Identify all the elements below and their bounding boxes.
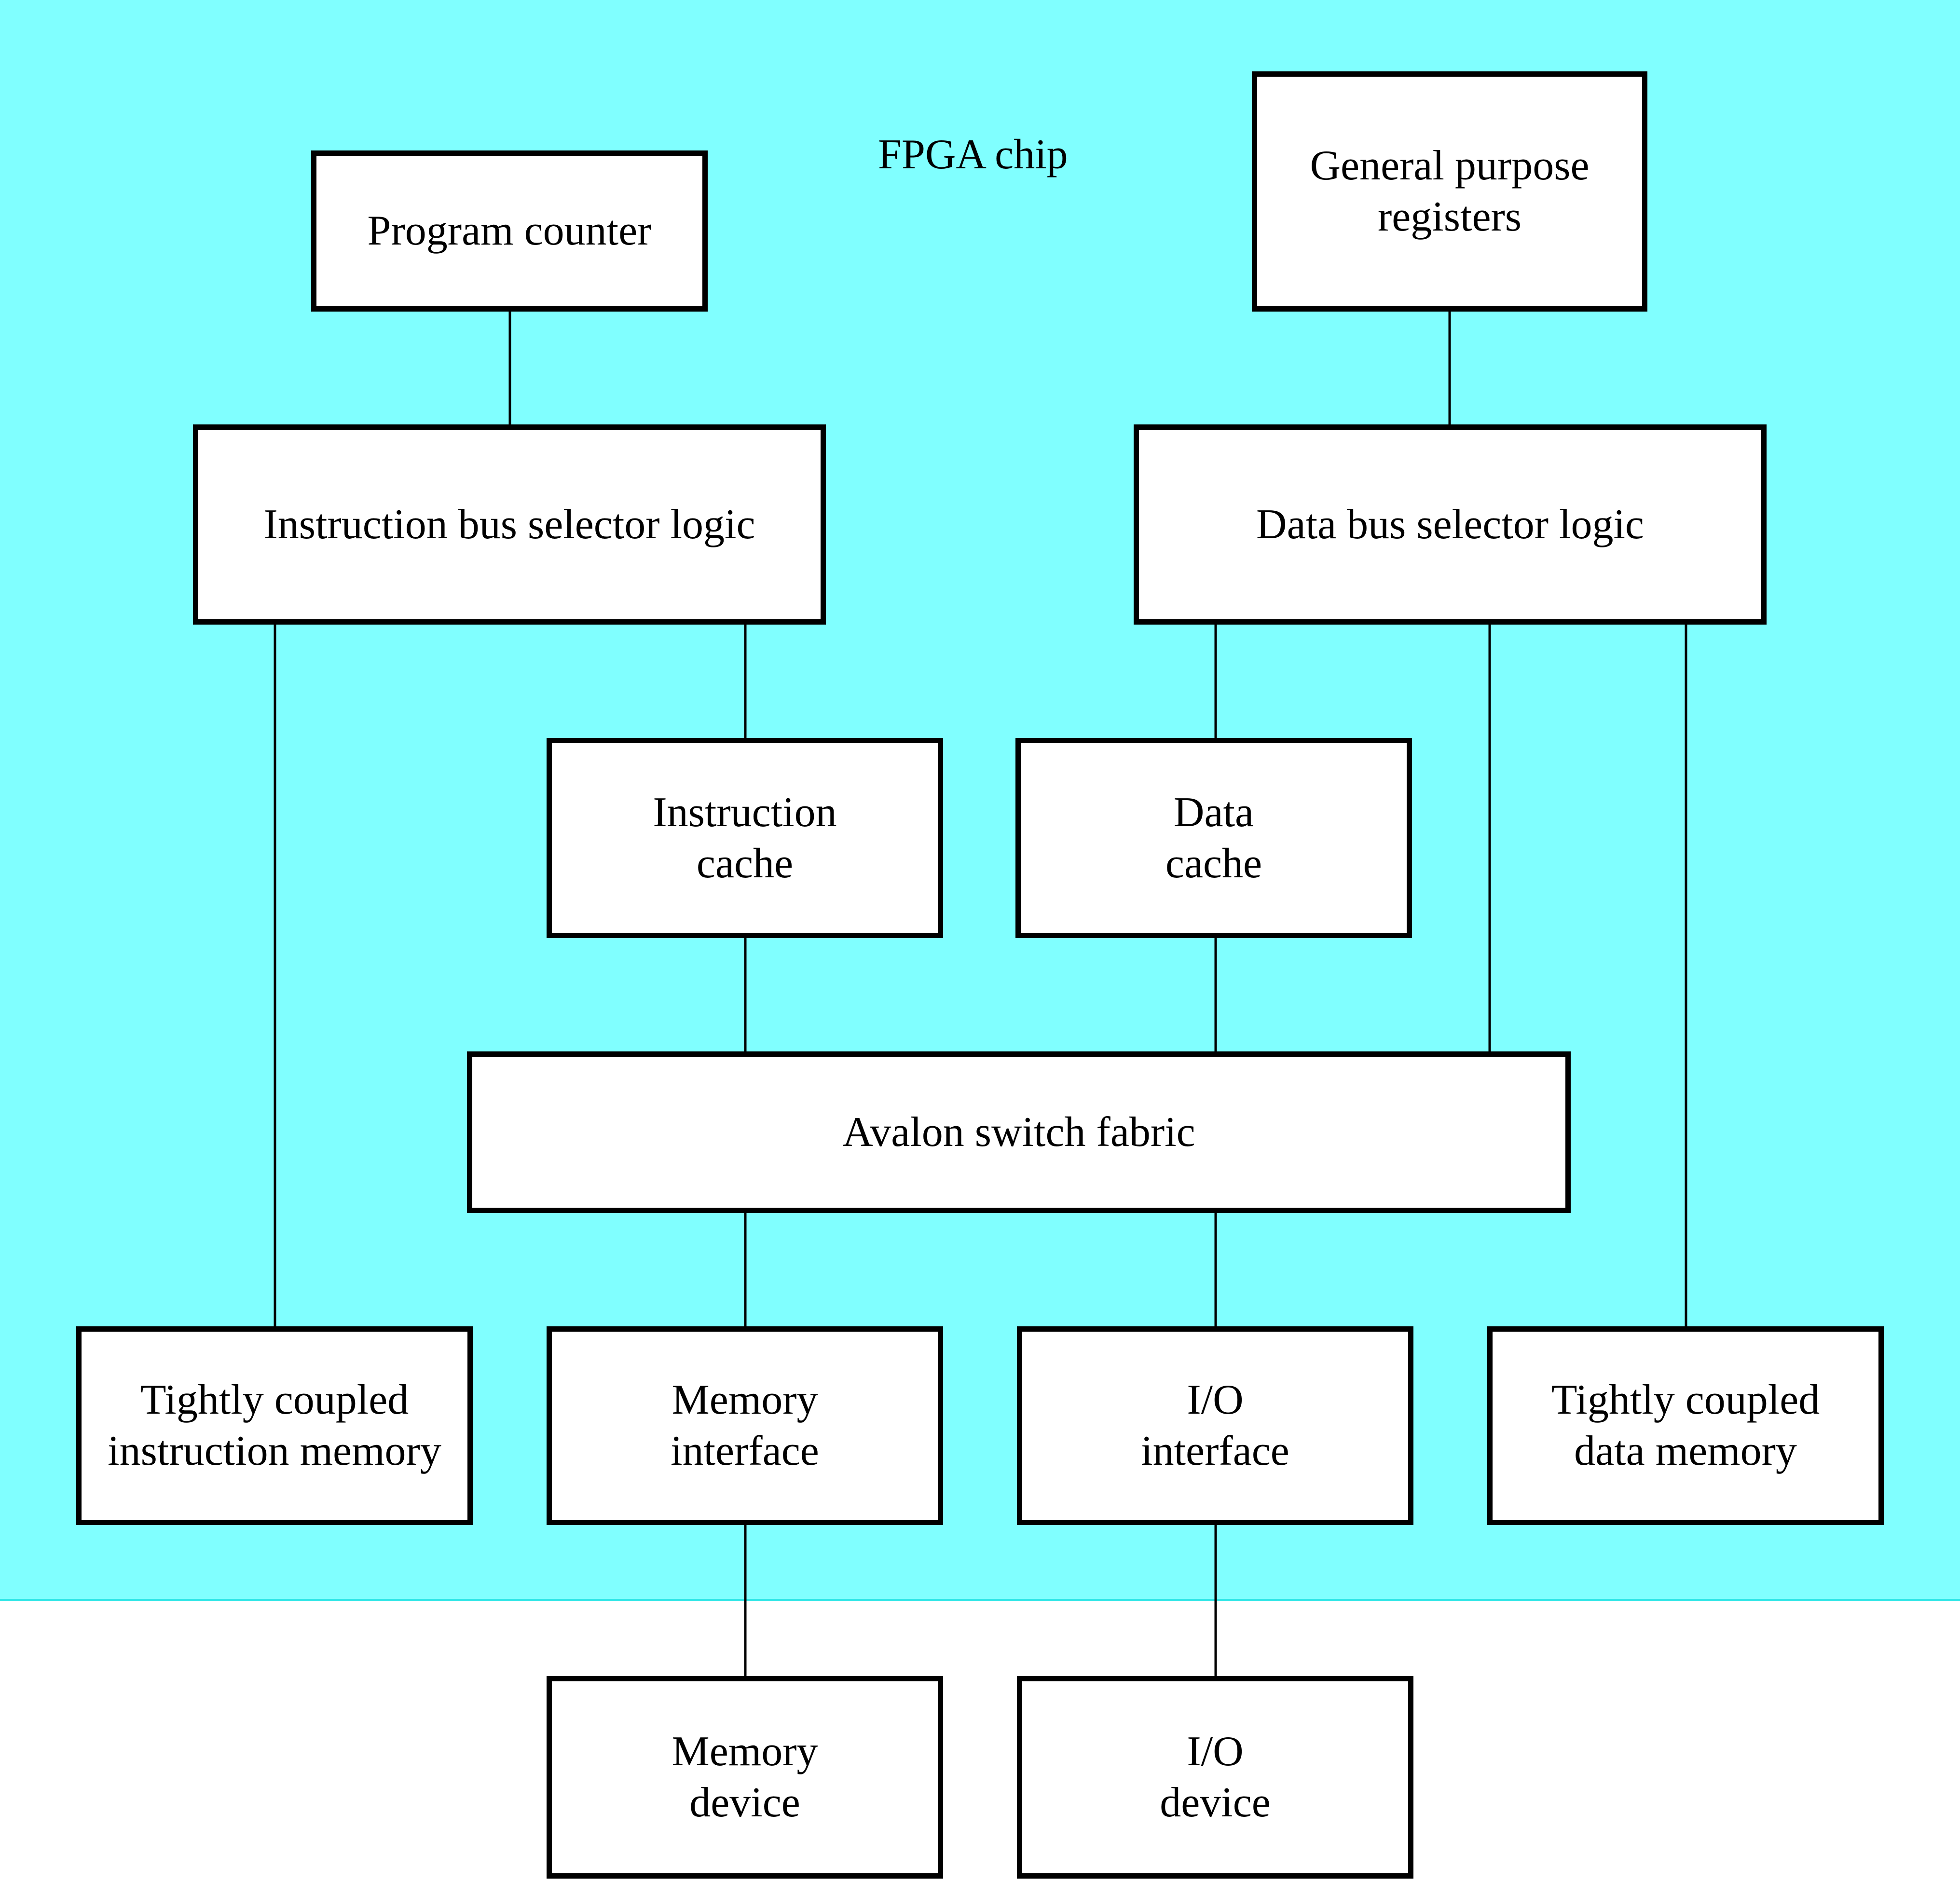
general-purpose-registers-block: General purpose registers (1252, 71, 1647, 312)
io-interface-block: I/O interface (1017, 1326, 1413, 1525)
io-interface-label: I/O interface (1141, 1377, 1289, 1474)
avalon-switch-fabric-label: Avalon switch fabric (842, 1108, 1195, 1156)
instruction-cache-label: Instruction cache (653, 789, 837, 887)
instruction-bus-selector-logic-block: Instruction bus selector logic (193, 424, 826, 625)
fpga-chip-label: FPGA chip (878, 131, 1068, 178)
memory-interface-block: Memory interface (547, 1326, 943, 1525)
tightly-coupled-instruction-memory-label: Tightly coupled instruction memory (108, 1377, 441, 1474)
program-counter-block: Program counter (311, 150, 708, 312)
io-device-block: I/O device (1017, 1676, 1413, 1879)
tightly-coupled-instruction-memory-block: Tightly coupled instruction memory (76, 1326, 473, 1525)
io-device-label: I/O device (1160, 1728, 1271, 1826)
data-bus-selector-logic-label: Data bus selector logic (1256, 501, 1644, 548)
data-bus-selector-logic-block: Data bus selector logic (1134, 424, 1767, 625)
data-cache-block: Data cache (1015, 738, 1412, 938)
instruction-bus-selector-logic-label: Instruction bus selector logic (263, 501, 755, 548)
tightly-coupled-data-memory-label: Tightly coupled data memory (1551, 1377, 1820, 1474)
general-purpose-registers-label: General purpose registers (1310, 142, 1590, 240)
memory-device-label: Memory device (672, 1728, 818, 1826)
program-counter-label: Program counter (367, 207, 652, 255)
instruction-cache-block: Instruction cache (547, 738, 943, 938)
memory-interface-label: Memory interface (671, 1377, 819, 1474)
avalon-switch-fabric-block: Avalon switch fabric (467, 1051, 1571, 1213)
memory-device-block: Memory device (547, 1676, 943, 1879)
tightly-coupled-data-memory-block: Tightly coupled data memory (1487, 1326, 1884, 1525)
data-cache-label: Data cache (1165, 789, 1262, 887)
